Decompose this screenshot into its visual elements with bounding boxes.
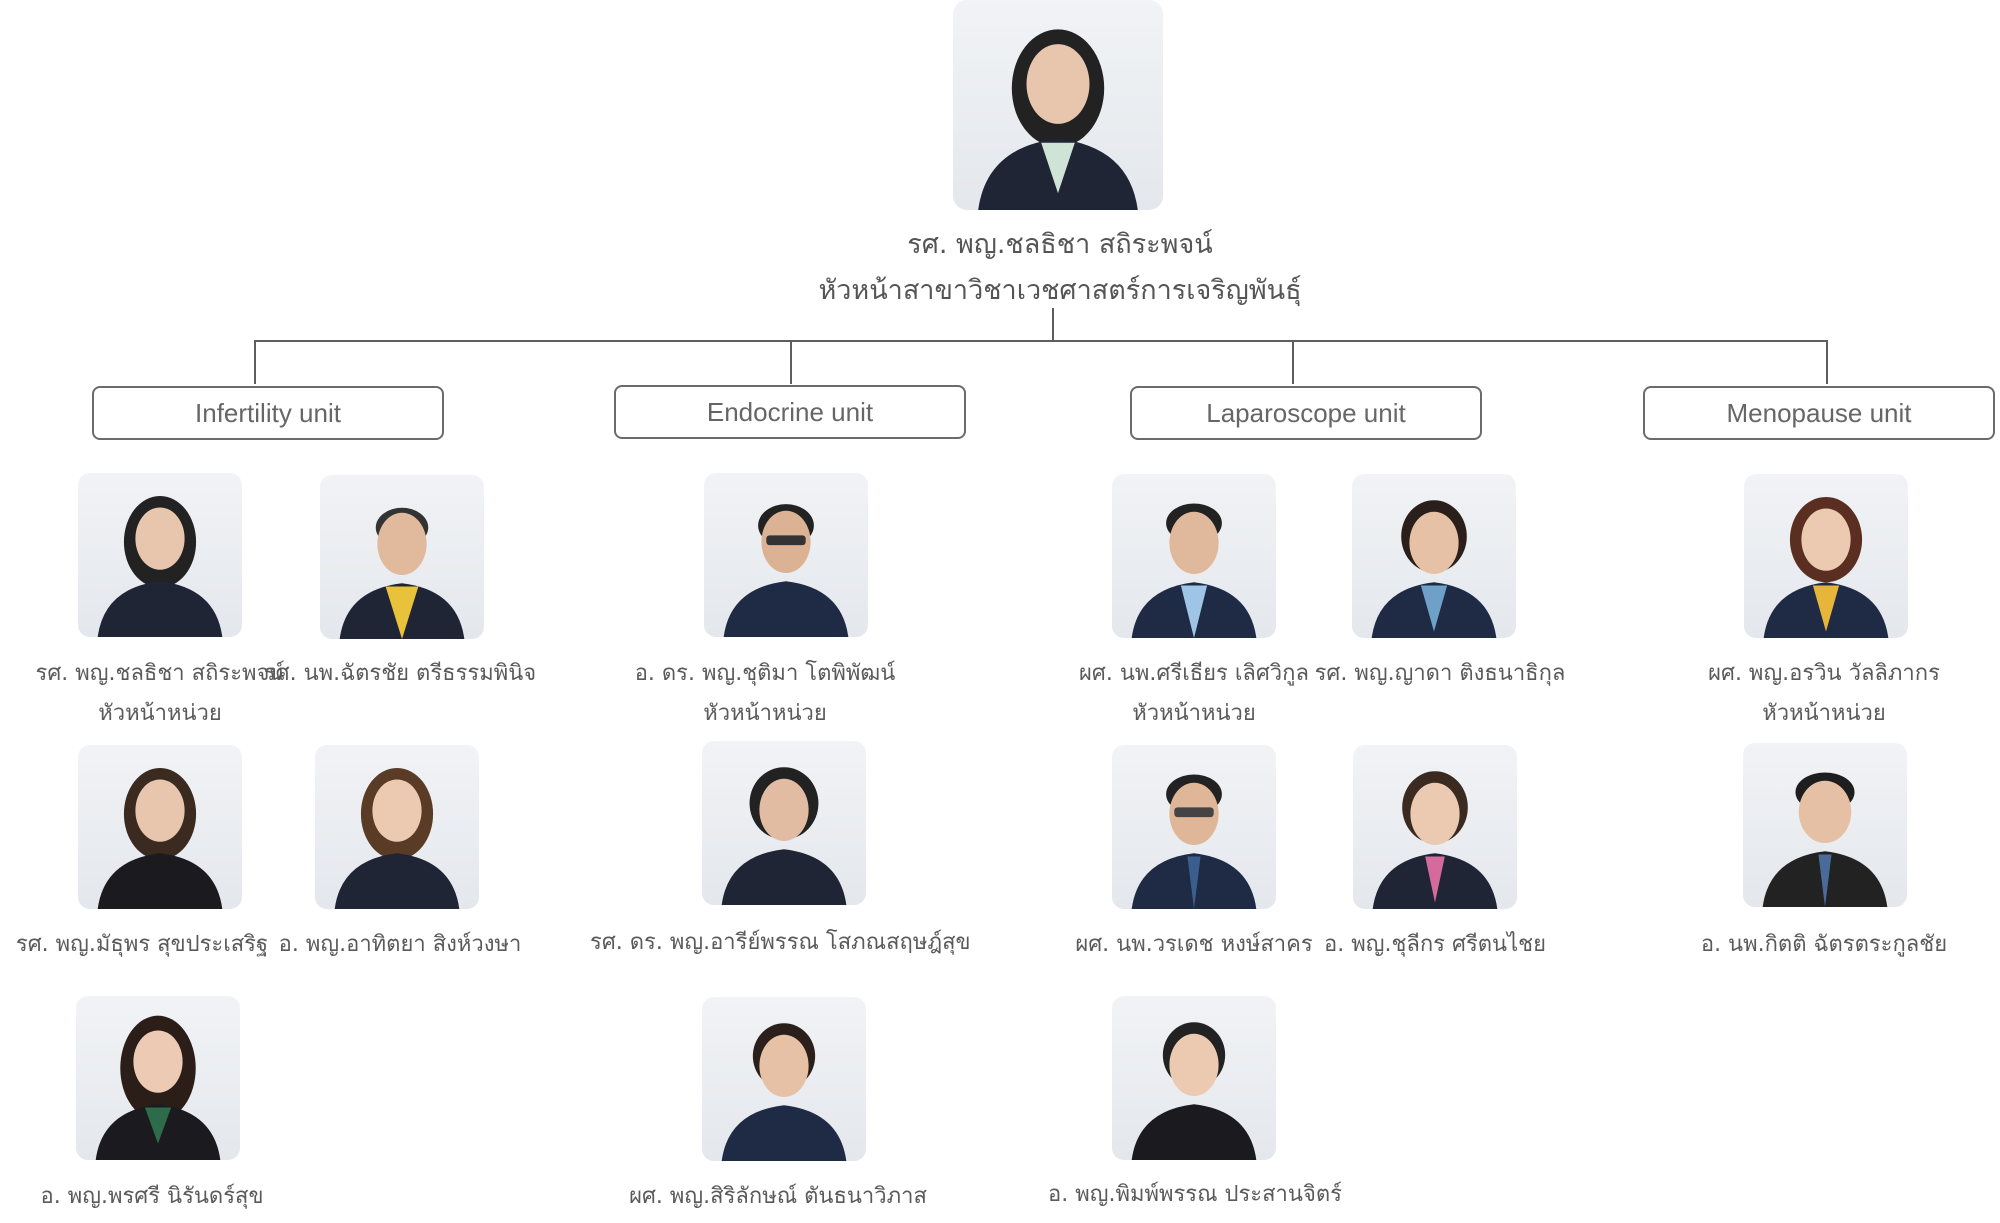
- member-name-block: ผศ. นพ.ศรีเธียร เลิศวิกูล หัวหน้าหน่วย: [1044, 654, 1344, 734]
- person-portrait-icon: [721, 767, 847, 905]
- member-name: รศ. พญ.ญาดา ติงธนาธิกุล: [1314, 661, 1566, 686]
- person-portrait-icon: [339, 507, 465, 639]
- person-portrait-icon: [1131, 774, 1257, 909]
- member-name-block: อ. พญ.พิมพ์พรรณ ประสานจิตร์: [1045, 1175, 1345, 1215]
- member-name-block: ผศ. นพ.วรเดช หงษ์สาคร: [1044, 925, 1344, 965]
- person-portrait-icon: [334, 767, 460, 909]
- connector-menopause: [1826, 340, 1828, 384]
- member-name: อ. พญ.พรศรี นิรันดร์สุข: [40, 1184, 264, 1209]
- connector-horizontal: [254, 340, 1828, 342]
- unit-endocrine-box: Endocrine unit: [614, 385, 966, 439]
- connector-endocrine: [790, 340, 792, 384]
- member-photo: [76, 996, 240, 1160]
- member-name-block: อ. ดร. พญ.ชุติมา โตพิพัฒน์ หัวหน้าหน่วย: [615, 654, 915, 734]
- member-name: อ. นพ.กิตติ ฉัตรตระกูลชัย: [1700, 932, 1948, 957]
- member-photo: [315, 745, 479, 909]
- member-photo: [1112, 474, 1276, 638]
- unit-menopause-box: Menopause unit: [1643, 386, 1995, 440]
- member-photo: [78, 745, 242, 909]
- connector-infertility: [254, 340, 256, 384]
- member-name: รศ. พญ.ชลธิชา สถิระพจน์: [35, 661, 285, 686]
- member-name-block: อ. พญ.ชุลีกร ศรีตนไชย: [1285, 925, 1585, 965]
- member-role: หัวหน้าหน่วย: [703, 701, 827, 726]
- person-portrait-icon: [1763, 496, 1889, 638]
- member-name-block: รศ. ดร. พญ.อารีย์พรรณ โสภณสฤษฎ์สุข: [590, 923, 971, 963]
- member-name-block: อ. นพ.กิตติ ฉัตรตระกูลชัย: [1674, 925, 1974, 965]
- head-title: หัวหน้าสาขาวิชาเวชศาสตร์การเจริญพันธุ์: [818, 275, 1302, 306]
- unit-laparoscope-box: Laparoscope unit: [1130, 386, 1482, 440]
- member-photo: [1112, 745, 1276, 909]
- member-name: อ. พญ.ชุลีกร ศรีตนไชย: [1324, 932, 1546, 957]
- member-name-block: ผศ. พญ.อรวิน วัลลิภากร หัวหน้าหน่วย: [1674, 654, 1974, 734]
- member-name-block: อ. พญ.พรศรี นิรันดร์สุข: [2, 1177, 302, 1217]
- person-portrait-icon: [978, 29, 1138, 210]
- member-photo: [1112, 996, 1276, 1160]
- person-portrait-icon: [1371, 500, 1497, 638]
- member-name: ผศ. นพ.วรเดช หงษ์สาคร: [1075, 932, 1313, 957]
- member-name: รศ. ดร. พญ.อารีย์พรรณ โสภณสฤษฎ์สุข: [590, 930, 971, 955]
- connector-laparoscope: [1292, 340, 1294, 384]
- person-portrait-icon: [723, 504, 849, 637]
- member-name-block: ผศ. พญ.สิริลักษณ์ ตันธนาวิภาส: [628, 1177, 928, 1217]
- member-photo: [704, 473, 868, 637]
- head-name: รศ. พญ.ชลธิชา สถิระพจน์: [907, 229, 1213, 260]
- person-portrait-icon: [1131, 503, 1257, 638]
- member-photo: [1743, 743, 1907, 907]
- member-name: ผศ. พญ.อรวิน วัลลิภากร: [1708, 661, 1940, 686]
- member-name-block: รศ. พญ.มัธุพร สุขประเสริฐ: [0, 925, 292, 965]
- member-name: อ. พญ.อาทิตยา สิงห์วงษา: [278, 932, 522, 957]
- member-name: ผศ. นพ.ศรีเธียร เลิศวิกูล: [1079, 661, 1309, 686]
- person-portrait-icon: [95, 1015, 221, 1160]
- person-portrait-icon: [1131, 1022, 1257, 1160]
- member-name: อ. ดร. พญ.ชุติมา โตพิพัฒน์: [634, 661, 896, 686]
- member-photo: [320, 475, 484, 639]
- member-name-block: อ. พญ.อาทิตยา สิงห์วงษา: [250, 925, 550, 965]
- member-name-block: รศ. พญ.ชลธิชา สถิระพจน์ หัวหน้าหน่วย: [10, 654, 310, 734]
- person-portrait-icon: [721, 1023, 847, 1161]
- person-portrait-icon: [1762, 772, 1888, 907]
- member-role: หัวหน้าหน่วย: [1762, 701, 1886, 726]
- member-role: หัวหน้าหน่วย: [1132, 701, 1256, 726]
- member-photo: [1352, 474, 1516, 638]
- member-photo: [702, 741, 866, 905]
- member-name: รศ. นพ.ฉัตรชัย ตรีธรรมพินิจ: [263, 661, 537, 686]
- unit-infertility-box: Infertility unit: [92, 386, 444, 440]
- head-name-block: รศ. พญ.ชลธิชา สถิระพจน์ หัวหน้าสาขาวิชาเ…: [700, 222, 1420, 314]
- member-name: รศ. พญ.มัธุพร สุขประเสริฐ: [15, 932, 269, 957]
- person-portrait-icon: [97, 767, 223, 909]
- person-portrait-icon: [97, 495, 223, 637]
- member-name-block: รศ. พญ.ญาดา ติงธนาธิกุล: [1290, 654, 1590, 694]
- person-portrait-icon: [1372, 771, 1498, 909]
- member-role: หัวหน้าหน่วย: [98, 701, 222, 726]
- member-photo: [1353, 745, 1517, 909]
- member-photo: [702, 997, 866, 1161]
- member-name: ผศ. พญ.สิริลักษณ์ ตันธนาวิภาส: [629, 1184, 927, 1209]
- member-name: อ. พญ.พิมพ์พรรณ ประสานจิตร์: [1048, 1182, 1342, 1207]
- member-photo: [78, 473, 242, 637]
- member-name-block: รศ. นพ.ฉัตรชัย ตรีธรรมพินิจ: [250, 654, 550, 694]
- head-photo: [953, 0, 1163, 210]
- member-photo: [1744, 474, 1908, 638]
- connector-head-down: [1052, 308, 1054, 340]
